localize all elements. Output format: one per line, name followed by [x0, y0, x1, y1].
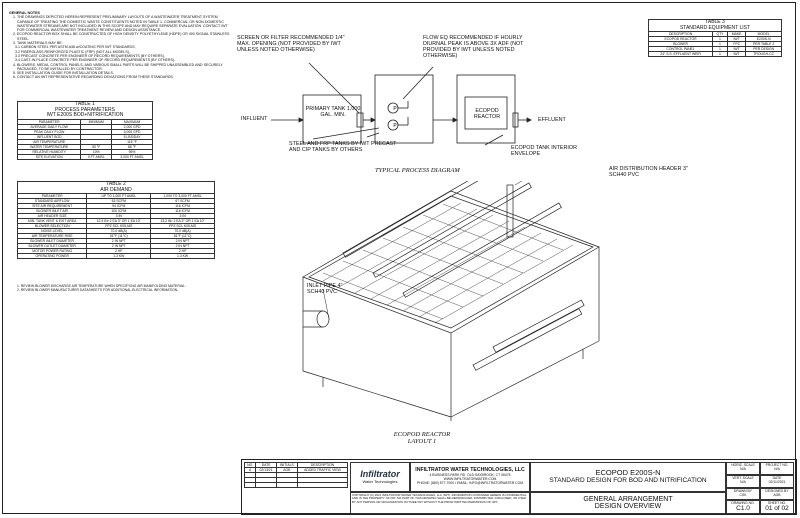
label-effluent: EFFLUENT	[538, 117, 566, 123]
company-logo: Infiltrator Water Technologies	[350, 462, 410, 492]
table-cell: 1.3 KW	[150, 253, 215, 259]
project-title: ECOPOD E200S-N STANDARD DESIGN FOR BOD A…	[530, 462, 726, 492]
note-subitem: 3.3 PRECAST CONCRETE PER ENGINEER OF REC…	[15, 53, 165, 58]
air-header-riser	[506, 184, 514, 238]
note-subitem: 3.2 FIBERGLASS REINFORCED PLASTIC (FRP) …	[15, 49, 131, 54]
title-block: NO. DATE INITIALS DESCRIPTION A 02/13/21…	[241, 459, 797, 515]
ecopod-tank-box	[456, 74, 516, 144]
label-influent: INFLUENT	[241, 116, 268, 122]
ecopod-isometric-view	[302, 181, 600, 421]
caption-ecopod-layout: ECOPOD REACTOR LAYOUT 1	[393, 431, 451, 445]
table-cell: 24" S.S. EFFLUENT WEIR	[647, 51, 714, 57]
drawing-number: DRAWING NO.C1.0	[726, 500, 760, 514]
note-item: CONTACT AN IWT REPRESENTATIVE REGARDING …	[17, 75, 234, 79]
label-air-header: AIR DISTRIBUTION HEADER 3" SCH40 PVC	[609, 166, 688, 178]
caption-process-diagram: TYPICAL PROCESS DIAGRAM	[375, 167, 460, 174]
sheet-number: SHEET NO.01 of 02	[760, 500, 794, 514]
note-item: BLOWERS, MEDIA, CONTROL PANELS, AND VARI…	[17, 63, 234, 72]
ecopod-reactor-box	[464, 96, 508, 130]
label-flow-eq: FLOW EQ RECOMMENDED IF HOURLY DIURNAL PE…	[423, 35, 524, 59]
label-tank-envelope: ECOPOD TANK INTERIOR ENVELOPE	[511, 145, 577, 157]
process-diagram: P P	[271, 62, 532, 146]
flow-eq-tank-box	[374, 74, 434, 144]
table-cell: 1.3 KW	[86, 253, 152, 259]
note-subitem: 3.1 CARBON STEEL PER ASTM A36 w/COATING …	[15, 45, 136, 50]
table-cell: 3,000 FT AMSL	[111, 153, 153, 160]
general-notes: GENERAL NOTES THE DRAWINGS DEPICTED HERE…	[9, 11, 234, 80]
note-subitem: 3.4 CAST-IN-PLACE CONCRETE PER ENGINEER …	[15, 58, 176, 63]
table-cell: SITE ELEVATION	[16, 153, 82, 160]
note-item: SEE INSTALLATION GUIDE FOR INSTALLATION …	[17, 71, 234, 75]
label-inlet-pipe: INLET PIPE 4" SCH40 PVC	[307, 283, 343, 295]
inlet-pipe	[316, 310, 330, 328]
table-cell: 0 FT AMSL	[80, 153, 113, 160]
table-cell: TROUGH-CC	[745, 51, 782, 57]
note-item: THE DRAWINGS DEPICTED HEREIN REPRESENT P…	[17, 15, 234, 32]
note-item: ECOPOD REACTOR BOX SHALL BE CONSTRUCTED …	[17, 32, 234, 41]
revision-table: NO. DATE INITIALS DESCRIPTION A 02/13/21…	[243, 462, 349, 488]
tank-top-rim	[302, 190, 600, 334]
note-item: TANK MATERIALS MAY BE:	[17, 41, 234, 45]
primary-tank-box	[302, 94, 362, 144]
label-screen-filter: SCREEN OR FILTER RECOMMENDED 1/4" MAX. O…	[237, 35, 345, 53]
copyright-notice: COPYRIGHT (C) 2021 INFILTRATOR WATER TEC…	[350, 492, 530, 514]
table-cell: OPERATING POWER	[16, 253, 88, 259]
pump-label: P	[393, 106, 397, 112]
pump-label: P	[393, 123, 397, 129]
air-header-pipe	[342, 181, 502, 258]
drawing-title: GENERAL ARRANGEMENT DESIGN OVERVIEW	[530, 492, 726, 514]
label-ecopod-reactor: ECOPOD REACTOR	[473, 108, 501, 120]
table-cell: 13.2 IN² 2 EA 3" OR 1 EA 10"	[150, 218, 215, 224]
arrow-icon	[298, 117, 304, 123]
label-tank-materials: STEEL AND FRP TANKS BY IWT PRECAST AND C…	[289, 141, 397, 153]
notes-heading: GENERAL NOTES	[9, 11, 40, 15]
project-number: PROJECT NO.N/A	[760, 462, 794, 475]
table-cell: 1	[712, 51, 728, 57]
table2-footnotes: 1. REVIEW BLOWER DISCHARGE AIR TEMPERATU…	[17, 284, 186, 292]
company-info: INFILTRATOR WATER TECHNOLOGIES, LLC 4 BU…	[410, 462, 530, 492]
label-primary-tank: PRIMARY TANK 1,000 GAL. MIN.	[305, 106, 361, 118]
effluent-weir-box	[512, 112, 519, 128]
table-cell: IWT	[726, 51, 747, 57]
